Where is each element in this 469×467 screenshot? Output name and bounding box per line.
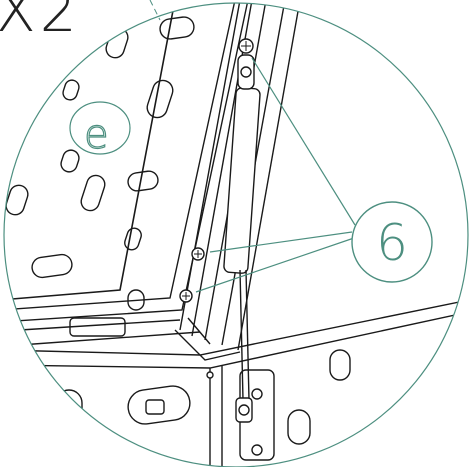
detail-title: X2 [0,0,81,45]
detail-circle [3,2,469,467]
gas-spring [223,54,261,423]
perforated-panel [4,3,249,346]
mounting-screws [179,38,254,379]
detail-leader-line [149,0,161,21]
callout-number: 6 [376,214,408,272]
callout-bubble [351,201,433,283]
marker-ring [69,101,131,155]
panel-slots [5,16,195,311]
marker-letter-e: e [84,112,109,158]
callout-leaders [195,57,356,293]
